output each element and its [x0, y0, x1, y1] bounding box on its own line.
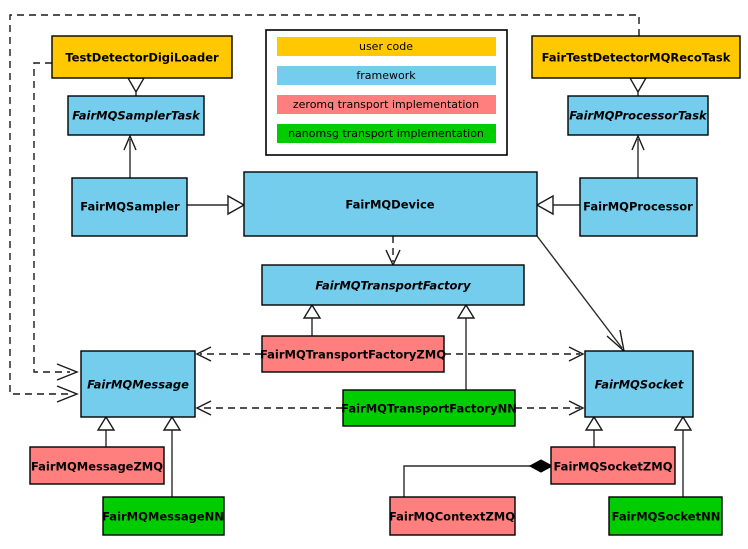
legend-item-user-code: user code — [277, 37, 496, 56]
arrowhead-sampler-samplertask — [123, 134, 137, 151]
node-label-fairmqtransportfactorynn: FairMQTransportFactoryNN — [341, 402, 517, 416]
node-testdetectordigiloader[interactable]: TestDetectorDigiLoader — [51, 35, 233, 79]
node-label-fairmqsocketzmq: FairMQSocketZMQ — [554, 460, 673, 474]
arrowhead-tfzmq-tf — [302, 303, 322, 319]
node-label-fairmqtransportfactoryzmq: FairMQTransportFactoryZMQ — [260, 348, 446, 362]
legend-swatch-nanomsg — [277, 124, 496, 143]
node-label-fairmqtransportfactory: FairMQTransportFactory — [315, 279, 471, 293]
arrowhead-tfzmq-message — [195, 346, 212, 362]
node-layer: TestDetectorDigiLoader FairTestDetectorM… — [29, 35, 741, 536]
edge-contextzmq-socketzmq — [403, 465, 530, 497]
node-fairmqmessagezmq[interactable]: FairMQMessageZMQ — [29, 446, 165, 485]
node-label-fairmqmessage: FairMQMessage — [87, 378, 189, 392]
node-fairmqtransportfactory[interactable]: FairMQTransportFactory — [261, 264, 525, 306]
node-label-fairmqsampler: FairMQSampler — [80, 200, 180, 214]
node-fairmqprocessortask[interactable]: FairMQProcessorTask — [567, 95, 709, 136]
legend-label-framework: framework — [356, 69, 416, 82]
legend-item-framework: framework — [277, 66, 496, 85]
arrowhead-tfnn-tf — [456, 303, 476, 319]
node-label-fairtestdetectormqrecotask: FairTestDetectorMQRecoTask — [542, 51, 731, 65]
edge-digiloader-to-message — [33, 62, 70, 373]
node-label-fairmqdevice: FairMQDevice — [345, 198, 434, 212]
arrowhead-messagenn-message — [162, 415, 182, 431]
node-label-fairmqsamplertask: FairMQSamplerTask — [72, 109, 201, 123]
edge-layer — [9, 14, 693, 497]
arrowhead-tfzmq-socket — [568, 346, 585, 362]
arrowhead-socketnn-socket — [673, 415, 693, 431]
diamond-contextzmq-socketzmq — [528, 459, 554, 473]
arrowhead-recotask-to-message — [56, 385, 79, 403]
node-label-fairmqmessagezmq: FairMQMessageZMQ — [31, 460, 163, 474]
node-label-fairmqsocketnn: FairMQSocketNN — [612, 510, 721, 524]
edge-device-socket — [536, 235, 623, 349]
node-fairmqprocessor[interactable]: FairMQProcessor — [579, 177, 698, 237]
node-fairmqsocketnn[interactable]: FairMQSocketNN — [608, 496, 723, 536]
node-fairmqmessage[interactable]: FairMQMessage — [80, 350, 196, 418]
arrowhead-recotask-processortask — [628, 77, 648, 94]
arrowhead-messagezmq-message — [96, 415, 116, 431]
node-fairmqtransportfactorynn[interactable]: FairMQTransportFactoryNN — [341, 389, 517, 427]
node-fairmqsocketzmq[interactable]: FairMQSocketZMQ — [550, 446, 676, 485]
node-fairmqtransportfactoryzmq[interactable]: FairMQTransportFactoryZMQ — [260, 335, 446, 373]
node-fairmqdevice[interactable]: FairMQDevice — [243, 171, 538, 237]
node-label-fairmqprocessortask: FairMQProcessorTask — [569, 109, 708, 123]
node-fairmqcontextzmq[interactable]: FairMQContextZMQ — [389, 496, 516, 536]
node-fairmqsocket[interactable]: FairMQSocket — [584, 350, 694, 418]
node-label-fairmqprocessor: FairMQProcessor — [583, 200, 693, 214]
legend-label-user-code: user code — [359, 40, 413, 53]
legend-swatch-user-code — [277, 37, 496, 56]
legend-item-nanomsg: nanomsg transport implementation — [277, 124, 496, 143]
node-label-testdetectordigiloader: TestDetectorDigiLoader — [65, 51, 219, 65]
legend-swatch-zeromq — [277, 95, 496, 114]
arrowhead-socketzmq-socket — [584, 415, 604, 431]
edge-recotask-to-message — [9, 14, 640, 395]
arrowhead-sampler-device — [227, 194, 246, 216]
arrowhead-tfnn-socket — [568, 400, 585, 416]
node-fairmqsamplertask[interactable]: FairMQSamplerTask — [67, 95, 205, 136]
node-label-fairmqmessagenn: FairMQMessageNN — [102, 510, 224, 524]
arrowhead-digiloader-samplertask — [126, 77, 146, 94]
node-fairmqmessagenn[interactable]: FairMQMessageNN — [102, 496, 225, 536]
legend: user code framework zeromq transport imp… — [265, 29, 508, 156]
legend-label-nanomsg: nanomsg transport implementation — [288, 127, 484, 140]
legend-label-zeromq: zeromq transport implementation — [293, 98, 479, 111]
node-fairmqsampler[interactable]: FairMQSampler — [71, 177, 188, 237]
arrowhead-digiloader-to-message — [56, 363, 79, 381]
arrowhead-processor-processortask — [631, 134, 645, 151]
arrowhead-processor-device — [535, 194, 554, 216]
node-fairtestdetectormqrecotask[interactable]: FairTestDetectorMQRecoTask — [531, 35, 741, 79]
legend-swatch-framework — [277, 66, 496, 85]
node-label-fairmqcontextzmq: FairMQContextZMQ — [389, 510, 515, 524]
arrowhead-tfnn-message — [195, 400, 212, 416]
legend-item-zeromq: zeromq transport implementation — [277, 95, 496, 114]
node-label-fairmqsocket: FairMQSocket — [595, 378, 684, 392]
